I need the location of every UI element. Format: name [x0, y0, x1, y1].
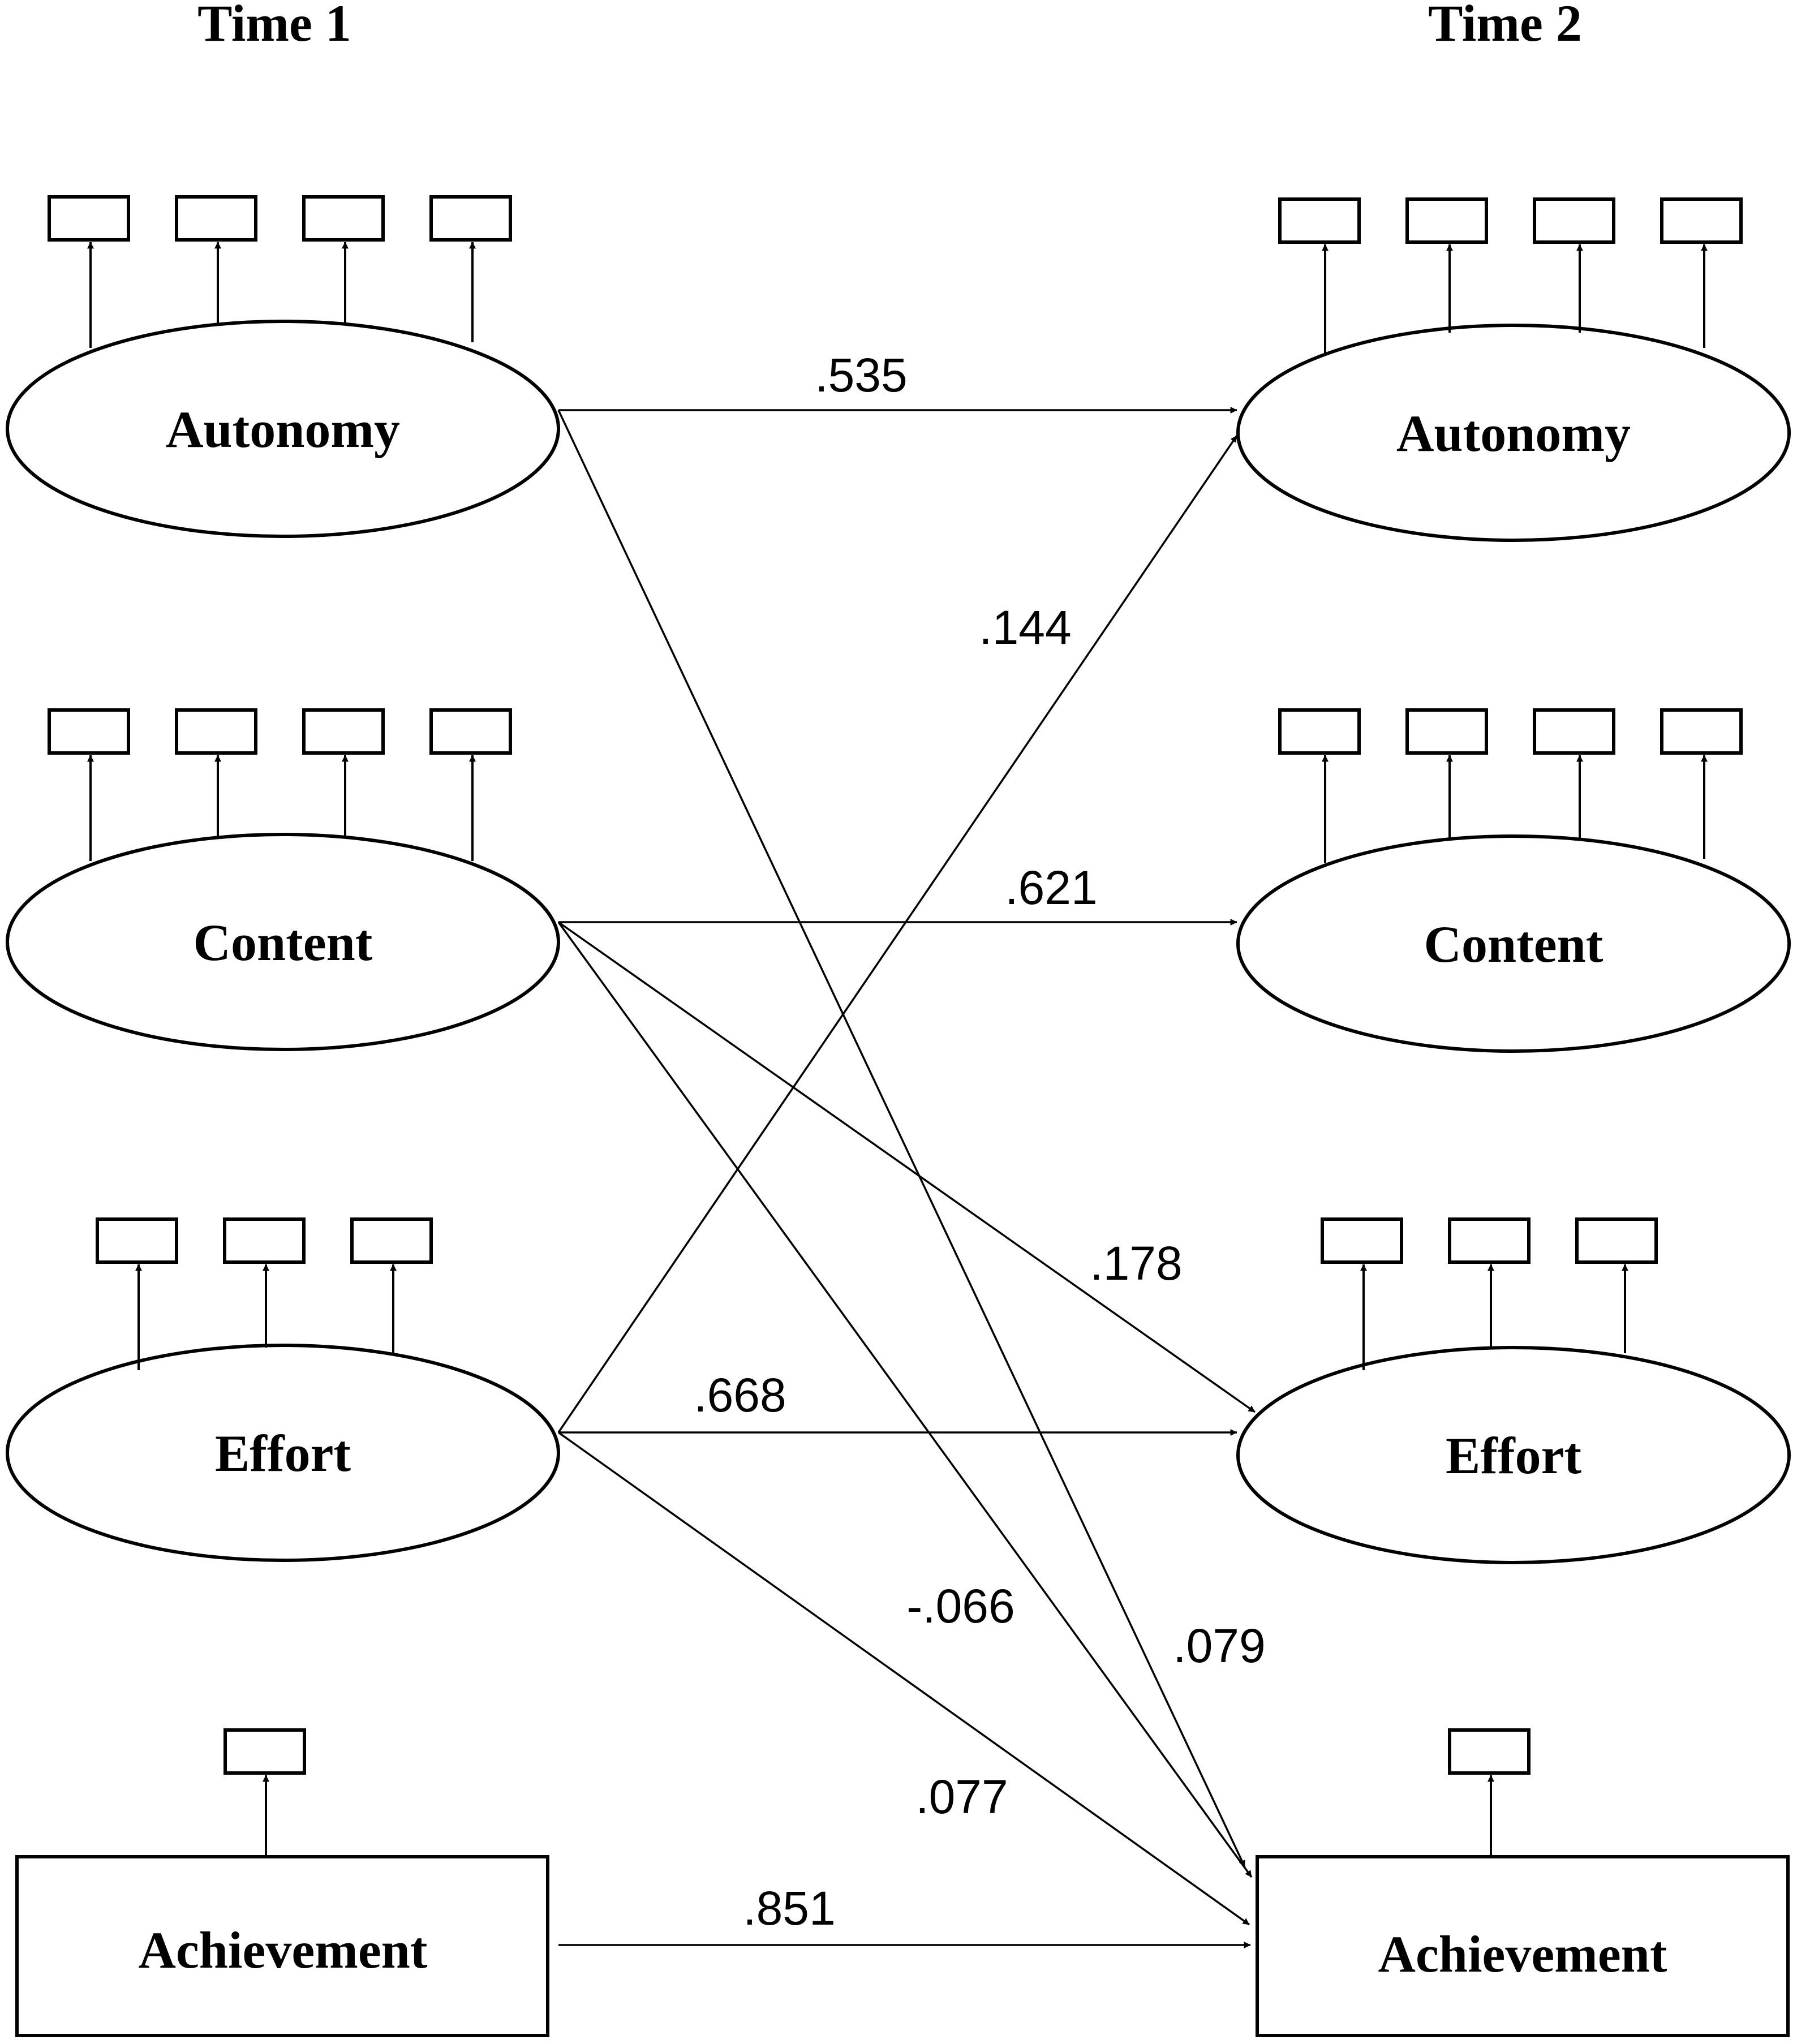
- coefficient-label: -.066: [906, 1580, 1014, 1633]
- t2-effort-ellipse: [1236, 1346, 1791, 1564]
- indicator-box: [429, 708, 512, 755]
- indicator-box: [223, 1217, 306, 1264]
- t1-content-label: Content: [194, 914, 373, 971]
- t2-effort-indicators: [1321, 1217, 1658, 1370]
- indicator-box: [48, 708, 130, 755]
- indicator-box: [1533, 197, 1615, 244]
- t2-content-indicators: [1278, 708, 1743, 863]
- indicator-box: [1660, 708, 1743, 755]
- t2-achievement-box: [1256, 1855, 1790, 2037]
- indicator-box: [1278, 197, 1361, 244]
- path-t1-autonomy-to-t2-achievement: [557, 410, 1246, 1867]
- coefficient-label: .077: [915, 1770, 1008, 1823]
- path-t1-content-to-t2-effort: [557, 921, 1256, 1413]
- t2-effort-label: Effort: [1446, 1427, 1581, 1484]
- indicator-box: [1405, 708, 1488, 755]
- header-time-1: Time 1: [197, 0, 351, 52]
- coefficient-label: .144: [979, 601, 1072, 654]
- t1-content-ellipse: [6, 833, 560, 1051]
- t2-content-label: Content: [1424, 915, 1603, 973]
- indicator-box: [175, 195, 257, 242]
- indicator-box: [429, 195, 512, 242]
- indicator-box: [1533, 708, 1615, 755]
- t2-achievement-label: Achievement: [1378, 1925, 1667, 1983]
- t2-content-ellipse: [1236, 834, 1791, 1053]
- t1-autonomy-indicators: [48, 195, 512, 348]
- indicator-box: [175, 708, 257, 755]
- coefficient-label: .535: [815, 348, 908, 402]
- indicator-box: [302, 708, 385, 755]
- t1-effort-ellipse: [6, 1344, 560, 1562]
- coefficient-label: .621: [1005, 861, 1098, 914]
- coefficient-label: .079: [1173, 1619, 1266, 1672]
- t2-autonomy-indicators: [1278, 197, 1743, 354]
- t1-achievement-label: Achievement: [139, 1921, 428, 1979]
- indicator-box: [1405, 197, 1488, 244]
- t2-autonomy-label: Autonomy: [1396, 405, 1631, 462]
- indicator-box: [350, 1217, 433, 1264]
- coefficient-label: .851: [743, 1882, 836, 1935]
- t2-autonomy-ellipse: [1236, 324, 1791, 542]
- t1-autonomy-label: Autonomy: [166, 401, 400, 458]
- indicator-box: [1448, 1217, 1531, 1264]
- t1-autonomy-ellipse: [6, 320, 560, 538]
- indicator-box: [1278, 708, 1361, 755]
- indicator-box: [302, 195, 385, 242]
- t1-achievement-box: [15, 1855, 549, 2037]
- indicator-box: [1448, 1728, 1531, 1775]
- t1-content-indicators: [48, 708, 512, 861]
- indicator-box: [1321, 1217, 1403, 1264]
- indicator-box: [223, 1728, 306, 1775]
- t1-effort-indicators: [96, 1217, 433, 1370]
- path-t1-effort-to-t2-achievement: [557, 1431, 1250, 1926]
- coefficient-label: .668: [694, 1369, 786, 1422]
- path-t1-effort-to-t2-autonomy: [557, 435, 1238, 1433]
- coefficient-label: .178: [1090, 1237, 1183, 1290]
- indicator-box: [96, 1217, 178, 1264]
- indicator-box: [48, 195, 130, 242]
- header-time-2: Time 2: [1428, 0, 1582, 52]
- path-t1-content-to-t2-achievement: [557, 921, 1253, 1878]
- indicator-box: [1575, 1217, 1658, 1264]
- t1-effort-label: Effort: [215, 1425, 351, 1482]
- indicator-box: [1660, 197, 1743, 244]
